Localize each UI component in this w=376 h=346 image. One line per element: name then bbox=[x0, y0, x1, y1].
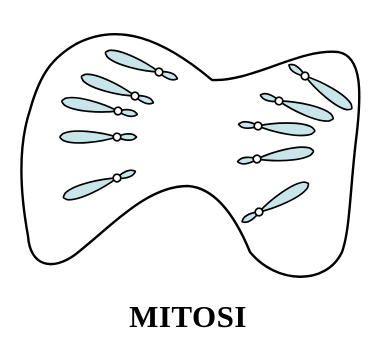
centromere bbox=[113, 133, 121, 141]
centromere bbox=[253, 155, 262, 164]
centromere bbox=[254, 122, 262, 130]
centromere bbox=[114, 107, 123, 116]
diagram-caption: MITOSI bbox=[0, 300, 376, 334]
